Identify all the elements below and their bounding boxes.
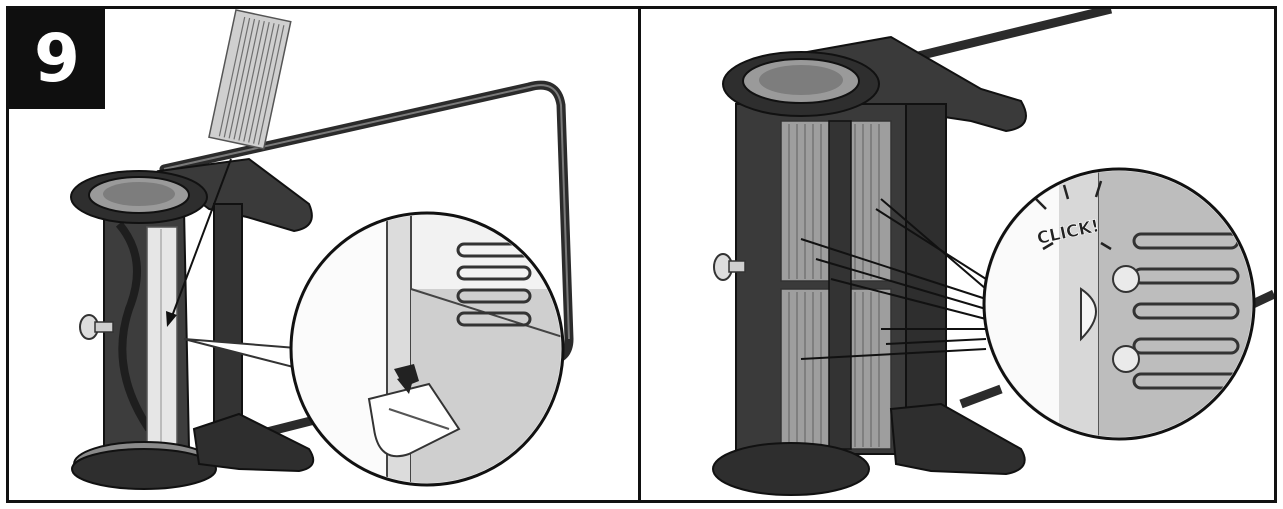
- brush-shaft: [828, 120, 852, 450]
- brush-clip: [1080, 287, 1097, 342]
- brush-strip: [208, 9, 292, 150]
- top-housing: [156, 157, 313, 233]
- callout-leader-lines: [800, 198, 987, 360]
- insertion-arrow: [170, 158, 232, 320]
- sweeper-side-plate: [213, 203, 243, 435]
- bottom-wheel: [712, 442, 870, 496]
- handle-rod-lower: [959, 384, 1003, 409]
- sweeper-brush-installed-illustration: CLICK!: [712, 9, 1274, 496]
- click-burst-icon: [1035, 180, 1112, 251]
- push-arrow-icon: [394, 364, 419, 387]
- click-detail-magnifier: CLICK!: [982, 167, 1256, 441]
- sweeper-side-plate: [905, 103, 947, 435]
- foot-bracket: [192, 412, 315, 473]
- detail-magnifier: [289, 211, 565, 487]
- handle-rod-upper: [904, 9, 1113, 64]
- step-panel-left: 9: [6, 6, 644, 503]
- sweeper-brush-insertion-illustration: [70, 9, 574, 490]
- clip-knob-upper: [1112, 265, 1140, 293]
- step-panel-right: CLICK!: [638, 6, 1277, 503]
- clip-knob-lower: [1112, 345, 1140, 373]
- step-number-badge: 9: [9, 9, 105, 109]
- foot-bracket: [889, 402, 1026, 476]
